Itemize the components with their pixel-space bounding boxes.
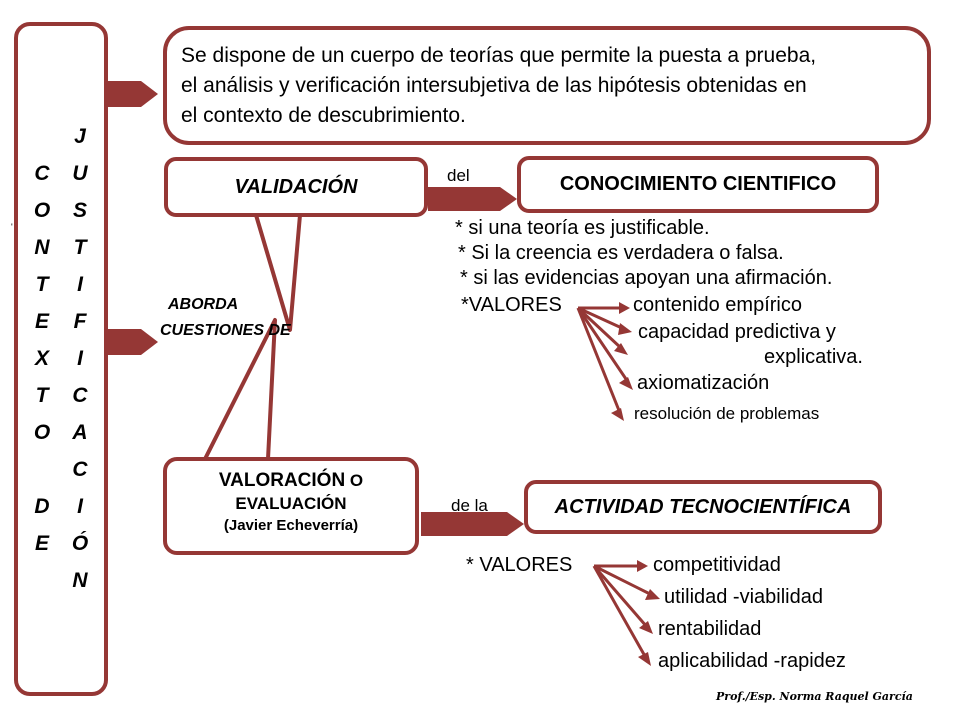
letter: I <box>77 273 83 296</box>
letter: C <box>72 458 88 481</box>
validacion-connector: del <box>447 166 470 185</box>
description-line: el análisis y verificación intersubjetiv… <box>181 74 807 97</box>
valoracion-title: VALORACIÓN O <box>167 469 415 493</box>
letter: U <box>72 162 88 185</box>
valor-item: competitividad <box>653 554 781 576</box>
actividad-label: ACTIVIDAD TECNOCIENTÍFICA <box>554 495 852 518</box>
author-signature: Prof./Esp. Norma Raquel García <box>716 690 913 703</box>
validacion-point: * si las evidencias apoyan una afirmació… <box>460 267 833 289</box>
letter: I <box>77 347 83 370</box>
validacion-valores-branches <box>576 302 633 421</box>
valor-item: rentabilidad <box>658 618 762 640</box>
letter: C <box>72 384 88 407</box>
arrow-to-conocimiento <box>428 187 517 211</box>
letter: J <box>74 125 86 148</box>
validacion-callout-tail <box>254 214 302 332</box>
letter: N <box>72 569 88 592</box>
valoracion-callout-tail <box>203 318 277 460</box>
valor-item: resolución de problemas <box>634 404 820 423</box>
letter: D <box>34 495 50 518</box>
letter: C <box>34 162 50 185</box>
validacion-label: VALIDACIÓN <box>234 175 358 198</box>
justificacion-vertical-label: J U S T I F I C A C I Ó N <box>66 118 94 599</box>
letter: X <box>34 347 49 370</box>
letter: O <box>33 421 51 444</box>
letter: N <box>34 236 50 259</box>
conocimiento-box: CONOCIMIENTO CIENTIFICO <box>517 156 879 213</box>
letter: T <box>35 273 49 296</box>
letter: Ó <box>71 532 89 555</box>
valor-item: aplicabilidad -rapidez <box>658 650 846 672</box>
valor-item: capacidad predictiva y <box>638 321 836 343</box>
description-box: Se dispone de un cuerpo de teorías que p… <box>163 26 931 145</box>
evaluacion-label: EVALUACIÓN <box>235 494 347 513</box>
letter: E <box>34 532 49 555</box>
letter: T <box>35 384 49 407</box>
valor-item: utilidad -viabilidad <box>664 586 823 608</box>
valoracion-valores-branches <box>592 560 660 666</box>
valor-item: explicativa. <box>764 346 863 368</box>
valoracion-connector: de la <box>451 496 488 515</box>
valor-item: axiomatización <box>637 372 770 394</box>
description-line: Se dispone de un cuerpo de teorías que p… <box>181 44 817 67</box>
contexto-de-vertical-label: C O N T E X T O D E <box>28 155 56 562</box>
valoracion-box: VALORACIÓN O EVALUACIÓN (Javier Echeverr… <box>163 457 419 555</box>
stray-mark: ' <box>11 222 13 232</box>
author-label: (Javier Echeverría) <box>223 517 359 534</box>
valoracion-valores-label: * VALORES <box>466 554 573 576</box>
valor-item: contenido empírico <box>633 294 802 316</box>
arrow-to-actividad <box>421 512 524 536</box>
aborda-label: ABORDA <box>168 296 239 313</box>
cuestiones-label: CUESTIONES DE <box>160 322 291 339</box>
arrow-to-top-box <box>108 81 158 107</box>
contexto-justificacion-panel <box>14 22 108 696</box>
letter: F <box>73 310 87 333</box>
valoracion-or: O <box>345 471 364 490</box>
conocimiento-label: CONOCIMIENTO CIENTIFICO <box>559 173 837 195</box>
letter: E <box>34 310 49 333</box>
letter: O <box>33 199 51 222</box>
validacion-point: * Si la creencia es verdadera o falsa. <box>458 242 784 264</box>
validacion-valores-label: *VALORES <box>461 294 562 316</box>
letter: T <box>73 236 87 259</box>
letter: S <box>72 199 87 222</box>
letter: A <box>72 421 88 444</box>
validacion-box: VALIDACIÓN <box>164 157 428 217</box>
actividad-box: ACTIVIDAD TECNOCIENTÍFICA <box>524 480 882 534</box>
arrow-to-aborda <box>108 329 158 355</box>
valoracion-label: VALORACIÓN <box>218 470 346 491</box>
letter: I <box>77 495 83 518</box>
validacion-point: * si una teoría es justificable. <box>455 217 710 239</box>
description-line: el contexto de descubrimiento. <box>181 104 466 127</box>
